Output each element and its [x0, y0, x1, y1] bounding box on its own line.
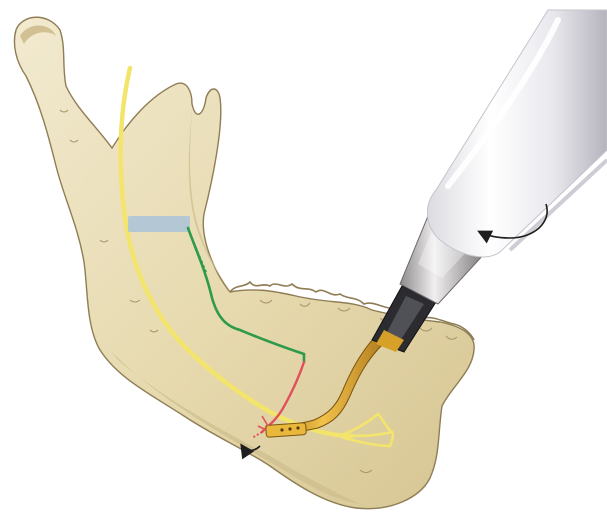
- blue-marker-band: [128, 216, 190, 232]
- piezo-handpiece-icon: [427, 10, 607, 257]
- mandible-body: [14, 17, 474, 508]
- mandible-bone-icon: [14, 17, 474, 508]
